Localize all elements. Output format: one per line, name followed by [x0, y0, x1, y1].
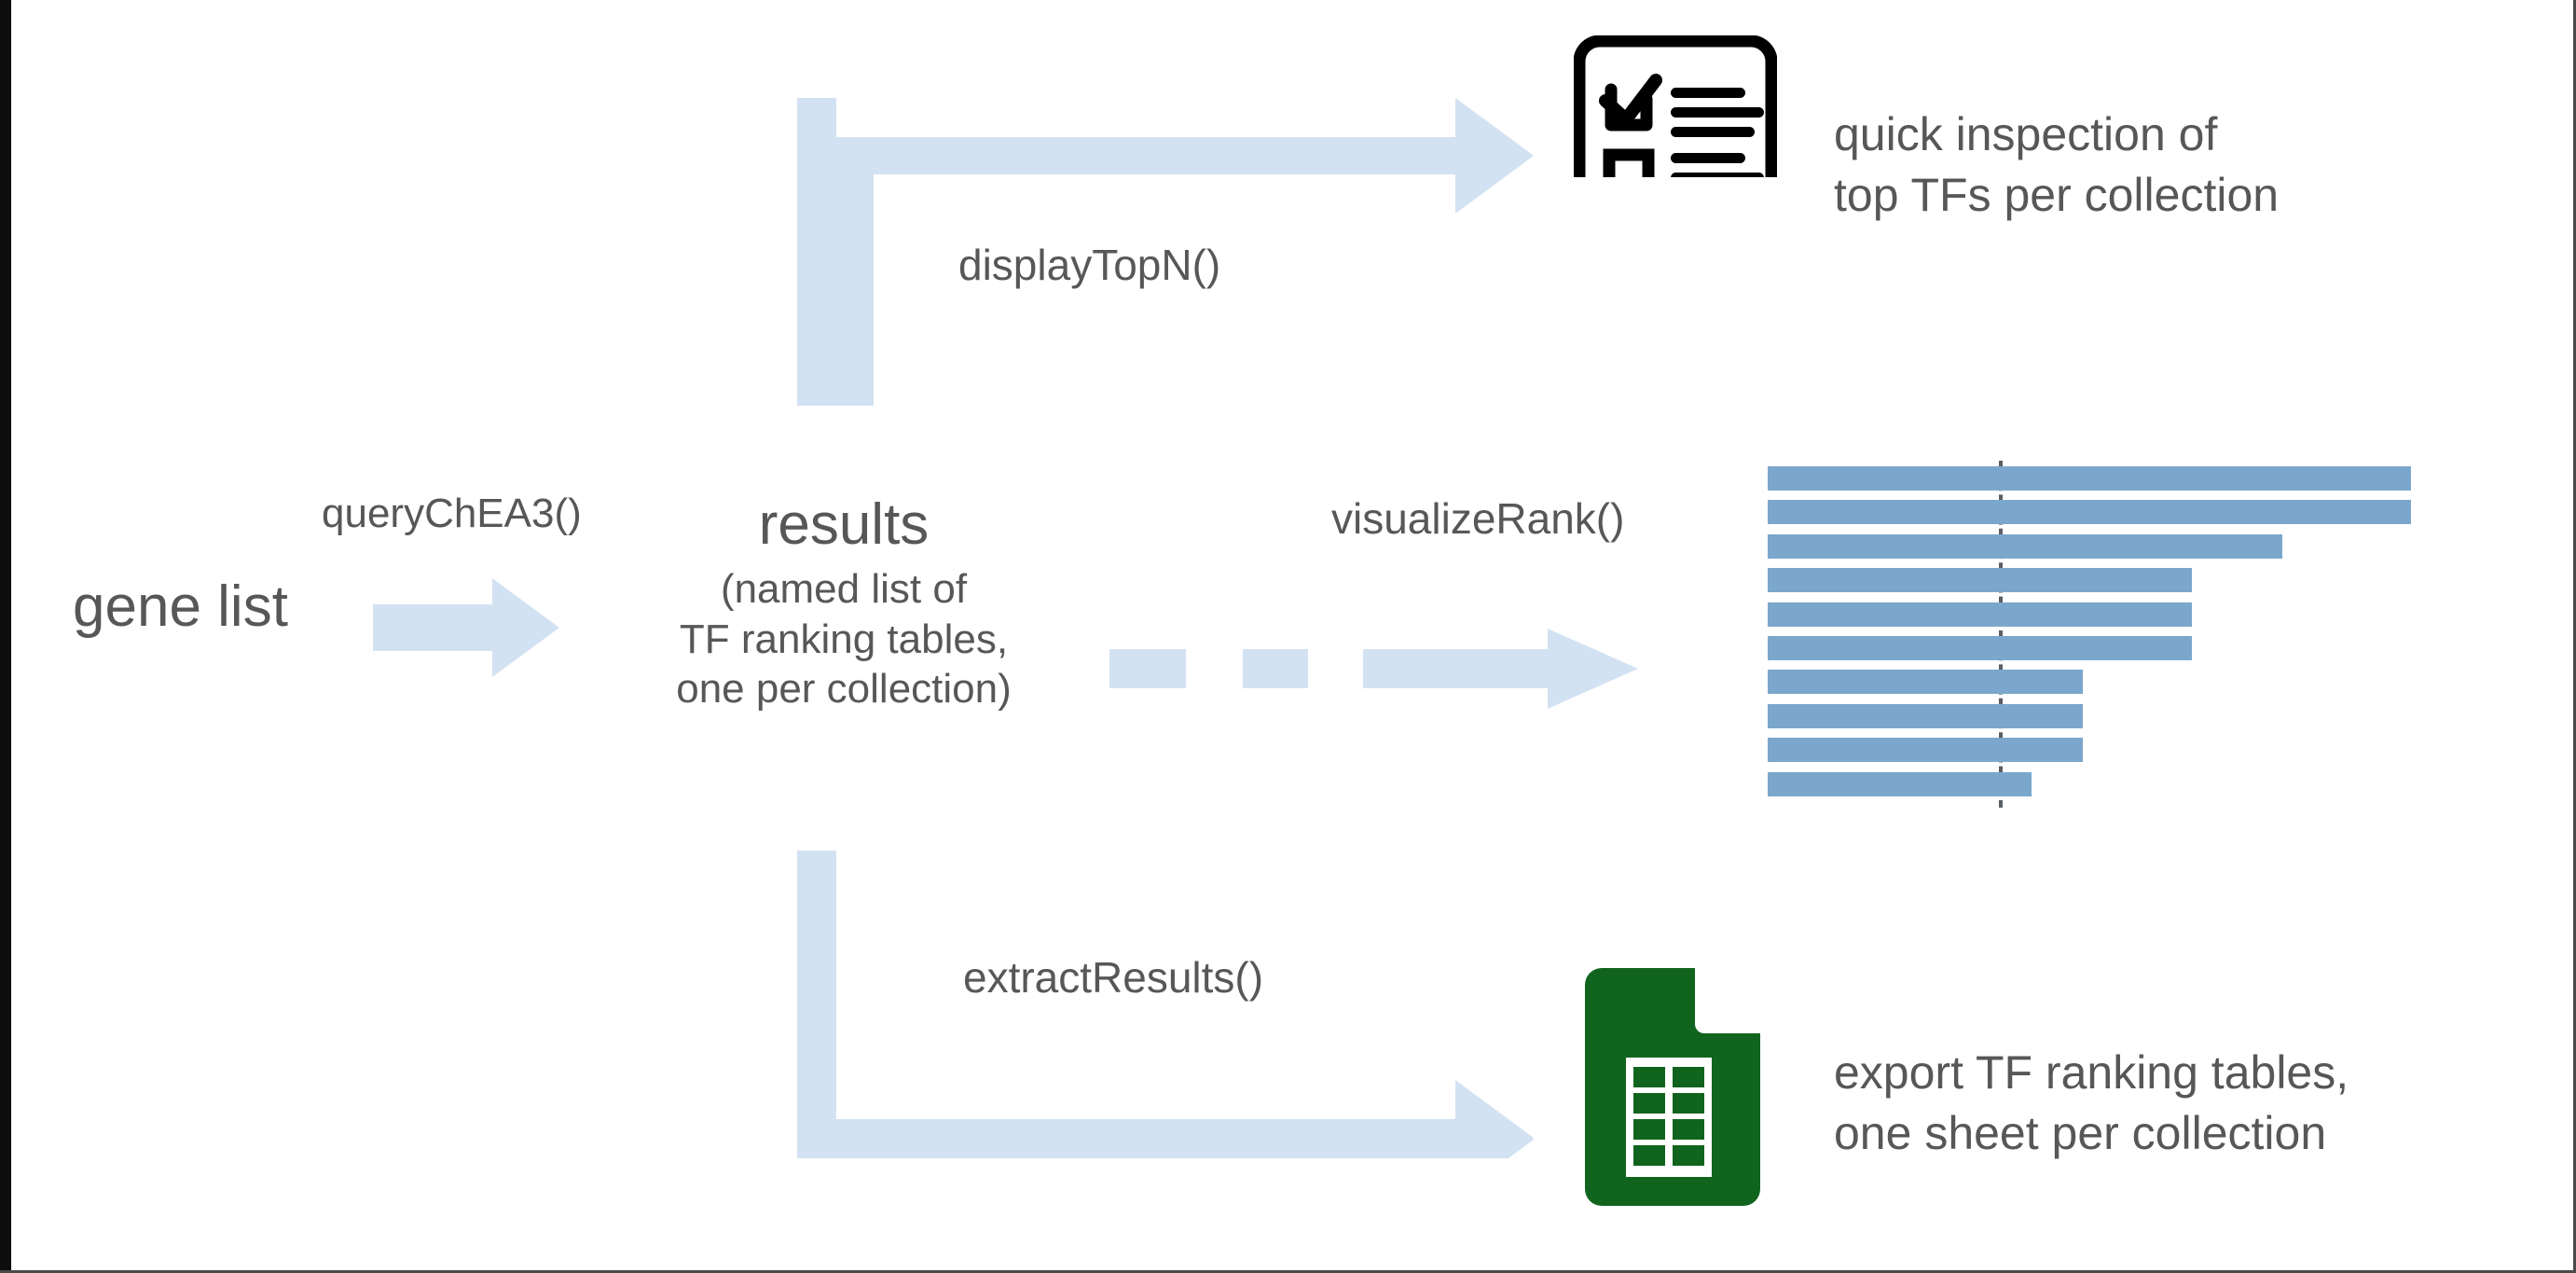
checklist-document-icon [1574, 35, 1777, 177]
results-title: results [758, 492, 930, 557]
export-caption: export TF ranking tables, one sheet per … [1834, 1046, 2349, 1159]
display-top-n-label: displayTopN() [958, 241, 1221, 289]
visualize-rank-label: visualizeRank() [1331, 494, 1625, 543]
canvas-right-edge [2573, 0, 2576, 1273]
spreadsheet-document-icon [1585, 968, 1760, 1206]
query-chea3-label: queryChEA3() [322, 491, 582, 536]
extract-results-arrow [797, 851, 1534, 1158]
chart-bar [1768, 568, 2192, 593]
quick-inspection-caption: quick inspection of top TFs per collecti… [1834, 108, 2280, 221]
results-subtitle: (named list of TF ranking tables, one pe… [676, 566, 1012, 713]
gene-list-label: gene list [73, 574, 288, 639]
extract-results-label: extractResults() [963, 953, 1264, 1002]
visualize-rank-arrow [1109, 629, 1638, 709]
threshold-dashed-line [1999, 461, 2003, 808]
chart-bar [1768, 738, 2083, 763]
chart-bar [1768, 636, 2192, 660]
chart-bar [1768, 771, 2032, 796]
chart-bar [1768, 466, 2411, 491]
chart-bar [1768, 533, 2282, 559]
chart-bar [1768, 703, 2083, 728]
chart-bar [1768, 670, 2083, 695]
canvas-bottom-edge [0, 1270, 2576, 1273]
chart-bar [1768, 602, 2192, 627]
query-chea3-arrow [373, 578, 559, 677]
horizontal-bar-chart [1768, 461, 2411, 811]
display-top-n-arrow [797, 98, 1534, 406]
canvas-top-edge [0, 0, 2576, 2]
chart-bar [1768, 500, 2411, 525]
canvas-left-edge [0, 0, 11, 1273]
